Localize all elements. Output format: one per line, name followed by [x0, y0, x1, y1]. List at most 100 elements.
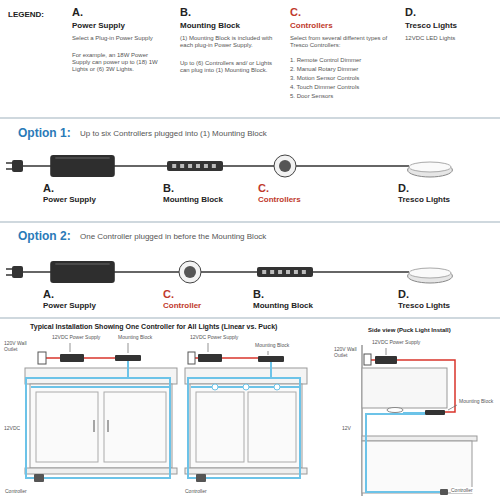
- cabinet-puck-part: [196, 392, 244, 462]
- power-cord-part: [222, 357, 258, 359]
- port: [286, 270, 290, 274]
- mounting-block-icon: [160, 150, 230, 182]
- led-wire-part: [31, 386, 171, 388]
- power-supply-icon: [40, 256, 125, 288]
- dimmer-knob: [184, 266, 196, 278]
- legend-letter: C.: [290, 6, 301, 19]
- controller-icon: [160, 256, 220, 288]
- section-divider-part: [0, 317, 500, 319]
- cable: [320, 271, 395, 273]
- leader-line-part: [208, 343, 209, 352]
- port: [212, 164, 216, 168]
- legend-heading: Power Supply: [72, 21, 125, 31]
- dimmer-body: [179, 261, 201, 283]
- power-cord-part: [371, 359, 375, 361]
- cabinet-linear-part: [36, 392, 98, 462]
- cabinet-puck: [185, 368, 307, 474]
- puck-lights-part: [274, 384, 280, 390]
- callout-label: 12VDC Power Supply: [190, 334, 238, 340]
- adapter-case: [50, 155, 115, 177]
- leader-line-part: [268, 351, 269, 355]
- wall-plug-part: [12, 160, 23, 172]
- puck-lights-part: [212, 384, 218, 390]
- puck-lens: [409, 268, 451, 278]
- devices-part: [38, 352, 46, 364]
- part-letter: B.: [250, 288, 320, 301]
- cabinet-linear-part: [25, 468, 177, 474]
- part-letter: D.: [395, 182, 465, 195]
- section-divider-part: [0, 117, 500, 119]
- section-title: Side view (Puck Light Install): [368, 327, 451, 334]
- devices-part: [115, 355, 141, 361]
- puck-light-icon-body: [395, 268, 452, 283]
- power-supply-icon-body: [40, 261, 125, 283]
- wall-plug-part: [6, 268, 12, 270]
- callout-label: 12VDC: [4, 425, 20, 431]
- devices-part: [34, 474, 44, 482]
- legend-text: 5. Door Sensors: [290, 93, 333, 100]
- block-case: [167, 161, 223, 171]
- option-text: One Controller plugged in before the Mou…: [80, 232, 266, 242]
- part-letter: D.: [395, 288, 465, 301]
- controller: C.Controllers: [255, 150, 315, 204]
- callout-label: Controller: [185, 488, 207, 494]
- mounting-block-icon-body: [160, 161, 230, 171]
- power-cord-part: [84, 357, 115, 359]
- legend-letter: B.: [180, 6, 191, 19]
- devices-part: [375, 356, 397, 364]
- power-supply-icon-body: [40, 155, 125, 177]
- legend-text: 1. Remote Control Dimmer: [290, 57, 361, 64]
- leader-line-part: [448, 405, 457, 410]
- legend-letter: A.: [72, 6, 83, 19]
- power-cord-part: [397, 360, 455, 412]
- callout-label: 12VDC Power Supply: [372, 339, 420, 345]
- leader-line-part: [70, 343, 71, 352]
- power-supply: A.Power Supply: [40, 256, 125, 310]
- cabinet-puck-part: [185, 368, 307, 384]
- legend-text: 3. Motion Sensor Controls: [290, 75, 359, 82]
- cabinet-linear-part: [30, 384, 172, 468]
- side-view-part: [362, 441, 472, 493]
- port: [302, 270, 306, 274]
- part-name: Power Supply: [40, 195, 125, 204]
- cabinet-linear: [25, 368, 177, 474]
- section-divider-part: [0, 221, 500, 223]
- port: [262, 270, 266, 274]
- part-letter: C.: [160, 288, 220, 301]
- leader-line: [386, 348, 457, 410]
- cable: [230, 165, 255, 167]
- led-wire: [26, 361, 171, 478]
- cabinet-puck-part: [190, 384, 302, 468]
- legend-text: 2. Manual Rotary Dimmer: [290, 66, 358, 73]
- option-text: Up to six Controllers plugged into (1) M…: [80, 129, 267, 139]
- part-name: Controller: [160, 301, 220, 310]
- led-wire-part: [366, 414, 440, 492]
- side-view-part: [387, 408, 403, 413]
- led-wire: [188, 362, 301, 478]
- power-supply-icon: [40, 150, 125, 182]
- devices-part: [258, 356, 284, 362]
- wall-plug: [6, 160, 40, 278]
- cabinet-linear-part: [104, 392, 166, 462]
- part-name: Tresco Lights: [395, 195, 465, 204]
- port: [278, 270, 282, 274]
- mounting-block: B.Mounting Block: [160, 150, 230, 204]
- cable-stub: [395, 271, 409, 273]
- case-highlight: [55, 264, 109, 265]
- callout-label: 120V Wall Outlet: [334, 346, 360, 358]
- side-view: [362, 345, 477, 496]
- power-supply: A.Power Supply: [40, 150, 125, 204]
- wall-plug-part: [6, 168, 12, 170]
- mounting-block-icon: [250, 256, 320, 288]
- cabinet-puck-part: [248, 392, 296, 462]
- port: [172, 164, 176, 168]
- legend-letter: D.: [405, 6, 416, 19]
- legend-text: 4. Touch Dimmer Controls: [290, 84, 359, 91]
- port: [180, 164, 184, 168]
- cable: [220, 271, 250, 273]
- puck-lens: [409, 162, 451, 172]
- controller: C.Controller: [160, 256, 220, 310]
- side-view-part: [362, 436, 477, 441]
